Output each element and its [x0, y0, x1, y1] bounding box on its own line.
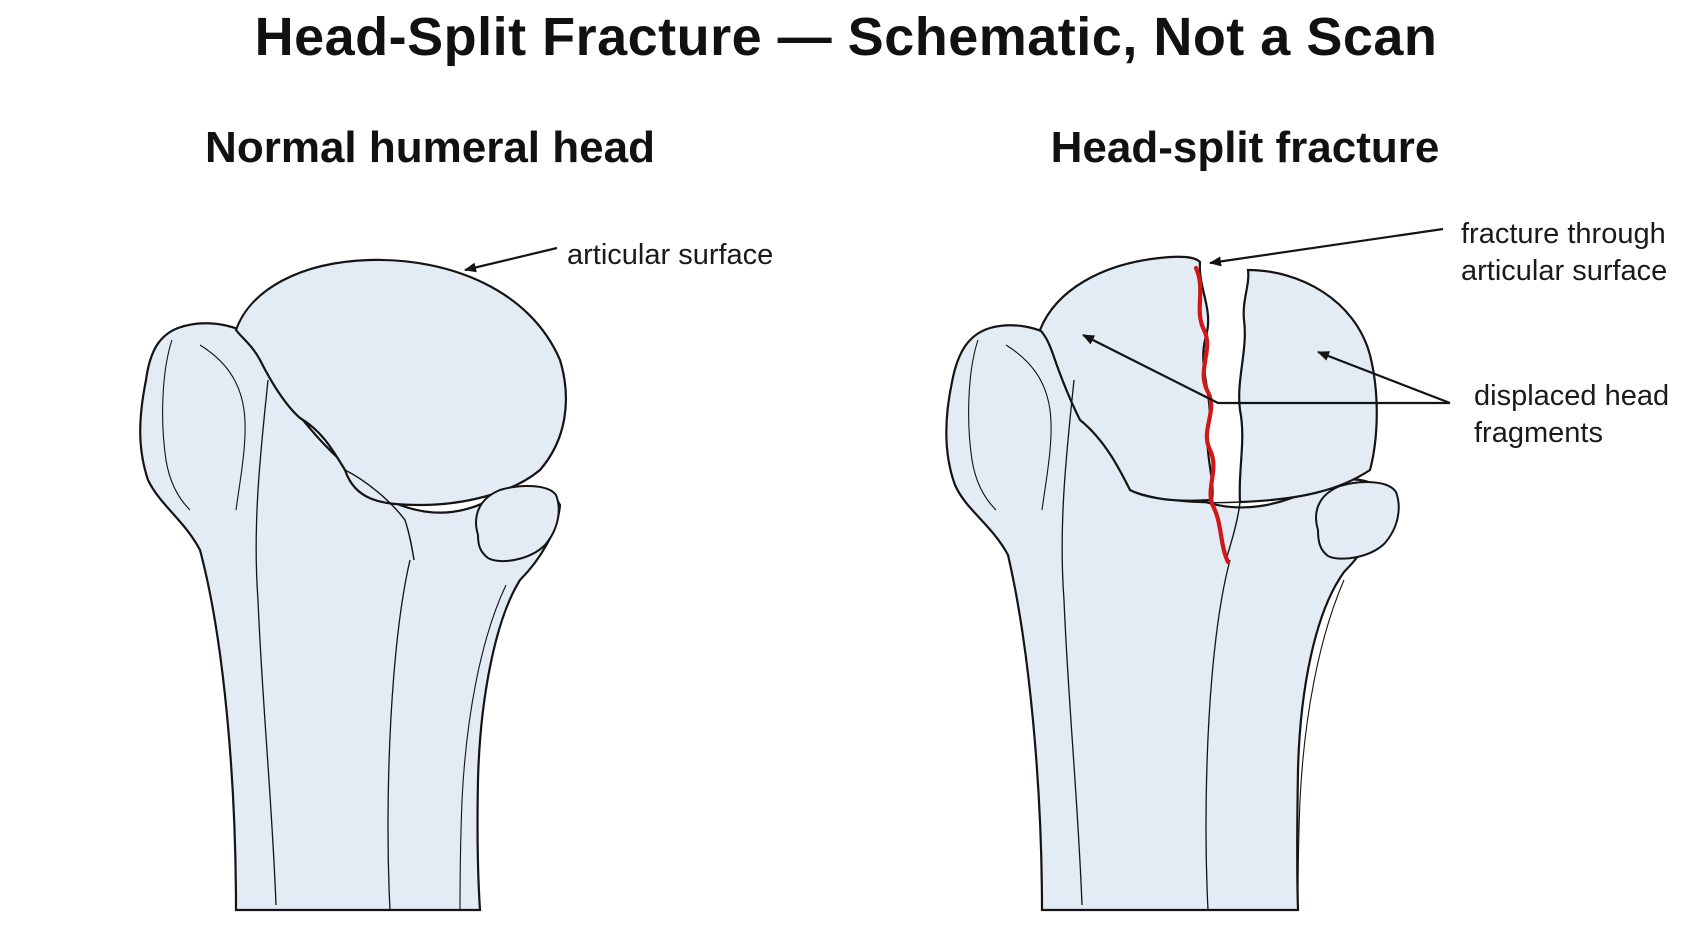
fracture-anatomical-neck [1129, 489, 1241, 504]
arrow-fragment-left [1082, 334, 1450, 405]
normal-shaft-contour-1 [255, 379, 277, 906]
normal-anatomical-neck [344, 469, 415, 561]
fracture-shaft-contour-3 [1297, 579, 1345, 911]
label-articular-surface: articular surface [567, 239, 774, 271]
fracture-tuberosity-detail [968, 339, 1052, 511]
arrow-fragment-right [1317, 350, 1451, 405]
panel-title-normal: Normal humeral head [205, 123, 655, 172]
fracture-shaft-contour-1 [1061, 379, 1083, 906]
label-fragments-line-1: displaced head [1474, 380, 1670, 412]
arrow-fracture-surface [1209, 227, 1444, 267]
fracture-head-fragment-right [1238, 268, 1378, 504]
normal-humerus [139, 258, 568, 912]
label-fracture-line-1: fracture through [1461, 218, 1666, 250]
label-fragments-line-2: fragments [1474, 417, 1603, 449]
label-fracture-line-2: articular surface [1461, 255, 1668, 287]
normal-shaft-contour-2 [387, 559, 411, 911]
fracture-shaft-contour-2 [1205, 559, 1231, 911]
normal-tuberosity-detail [162, 339, 246, 511]
fractured-humerus [945, 255, 1400, 912]
fracture-lesser-tuberosity [1315, 481, 1400, 560]
fracture-line [1193, 265, 1231, 565]
panel-title-fracture: Head-split fracture [1050, 123, 1440, 172]
arrow-articular-surface [464, 246, 558, 273]
normal-shaft-contour-3 [459, 584, 507, 911]
main-title: Head-Split Fracture — Schematic, Not a S… [254, 7, 1438, 67]
normal-lesser-tuberosity [475, 485, 560, 563]
